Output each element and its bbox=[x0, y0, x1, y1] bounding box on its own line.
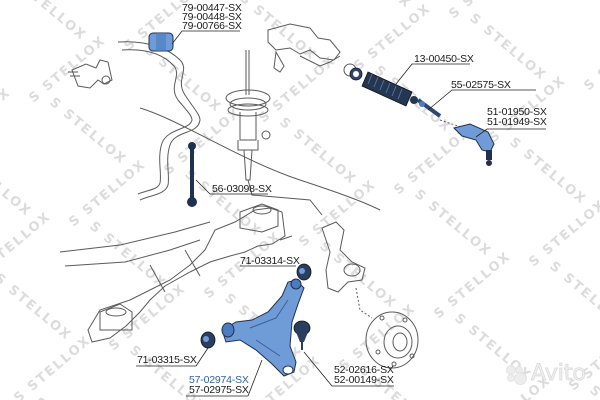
ball-joint bbox=[293, 320, 311, 350]
tie-rod-end bbox=[453, 123, 495, 166]
front-bushing bbox=[200, 331, 216, 349]
part-number-label: 51-01950-SX bbox=[487, 106, 547, 118]
stabilizer-bar bbox=[117, 41, 201, 201]
avito-wordmark: Avito bbox=[531, 361, 587, 387]
lower-control-arm bbox=[221, 278, 305, 377]
stabilizer-mount-bracket bbox=[68, 59, 113, 89]
stabilizer-bushing bbox=[148, 32, 174, 52]
stabilizer-link bbox=[187, 142, 197, 207]
part-number-label: 79-00447-SX bbox=[182, 2, 242, 14]
rear-bushing bbox=[296, 263, 312, 281]
part-number-label: 71-03315-SX bbox=[137, 354, 197, 366]
steering-rack bbox=[267, 23, 357, 77]
leader-lines bbox=[136, 30, 546, 397]
avito-dots-icon bbox=[506, 364, 528, 385]
shock-strut bbox=[225, 50, 323, 216]
steering-boot bbox=[349, 67, 418, 107]
part-number-label: 56-03098-SX bbox=[212, 183, 272, 195]
part-number-label: 57-02975-SX bbox=[189, 384, 249, 396]
part-number-label: 55-02575-SX bbox=[451, 79, 511, 91]
part-number-label: 79-00766-SX bbox=[182, 20, 242, 32]
avito-logo: Avito bbox=[506, 361, 587, 387]
part-number-label: 52-02616-SX bbox=[334, 364, 394, 376]
part-number-label: 13-00450-SX bbox=[414, 53, 474, 65]
tie-rod bbox=[416, 98, 442, 118]
part-number-label: 71-03314-SX bbox=[240, 255, 300, 267]
steering-knuckle bbox=[321, 221, 373, 319]
part-number-label: 51-01949-SX bbox=[487, 116, 547, 128]
part-number-label: 79-00448-SX bbox=[182, 11, 242, 23]
part-number-label: 52-00149-SX bbox=[334, 374, 394, 386]
subframe bbox=[59, 107, 381, 343]
wheel-hub bbox=[365, 311, 419, 369]
part-number-label-highlighted: 57-02974-SX bbox=[189, 374, 249, 386]
